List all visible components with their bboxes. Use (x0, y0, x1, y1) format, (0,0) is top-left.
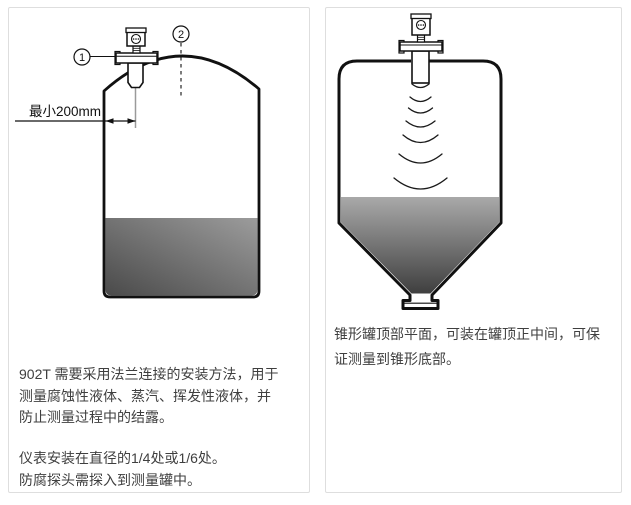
antenna (127, 62, 144, 89)
radar-sensor (114, 27, 159, 89)
liquid-level (105, 218, 258, 296)
sensor-cap (410, 13, 432, 20)
mounting-flange (115, 52, 158, 64)
antenna (411, 50, 430, 84)
callout-1-number: 1 (79, 52, 85, 64)
sensor-neck (416, 34, 426, 43)
cone-tank-description: 锥形罐顶部平面，可装在罐顶正中间，可保 证测量到锥形底部。 (334, 326, 600, 367)
callout-2-number: 2 (178, 29, 184, 41)
sensor-neck (132, 45, 141, 54)
panel-cone-tank-installation: 锥形罐顶部平面，可装在罐顶正中间，可保 证测量到锥形底部。 (325, 7, 622, 493)
min-distance-label: 最小200mm (29, 104, 101, 119)
arrowhead-left (105, 118, 114, 124)
callout-2: 2 (172, 25, 190, 98)
min-distance-dimension: 最小200mm (15, 104, 136, 124)
liquid-level (341, 197, 499, 294)
cone-tank-diagram (337, 13, 503, 310)
callout-1: 1 (73, 48, 116, 66)
mounting-flange (399, 41, 443, 52)
dome-tank-diagram: 1 2 最小200mm (15, 25, 261, 299)
sensor-cap (125, 27, 147, 34)
dome-tank-outline (102, 54, 261, 299)
cone-tank-outline (337, 59, 503, 310)
radar-sensor (398, 13, 444, 84)
install-position-note: 仪表安装在直径的1/4处或1/6处。 防腐探头需探入到测量罐中。 (19, 450, 226, 488)
arrowhead-right (127, 118, 136, 124)
panel-flange-installation: 1 2 最小200mm 902T 需要采用法兰连接的安装方法，用于 测量腐蚀性液… (8, 7, 310, 493)
radar-waves (393, 83, 448, 190)
flange-install-description: 902T 需要采用法兰连接的安装方法，用于 测量腐蚀性液体、蒸汽、挥发性液体，并… (19, 366, 279, 425)
